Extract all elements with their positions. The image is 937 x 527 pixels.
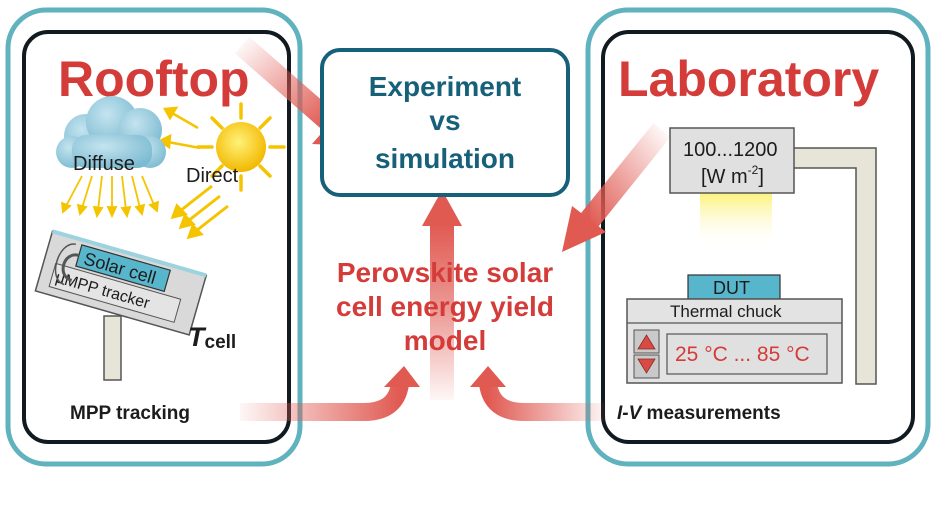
rooftop-footer: MPP tracking [70,403,190,424]
laboratory-footer: I-V measurements [617,403,781,424]
rooftop-panel: Rooftop [5,7,303,467]
temp-range: 25 °C ... 85 °C [675,343,810,366]
dut-box [687,274,781,300]
laboratory-title: Laboratory [618,51,879,107]
model-line-1: Perovskite solar [337,257,553,288]
tcell-label: Tcell [188,322,236,353]
sun-icon [196,102,286,192]
irradiance-box [669,127,795,194]
lamp-light-beam [700,193,772,249]
rooftop-outer-frame [5,7,303,467]
model-line-3: model [404,325,486,356]
center-column: Experiment vs simulation Perovskite sola… [320,48,570,356]
diffuse-rays [60,175,160,219]
arrow-laboratory-to-model [562,123,671,252]
experiment-vs-simulation-box [320,48,570,197]
temp-up-button [633,329,660,354]
cloud-icon [56,96,166,168]
direct-label: Direct [186,165,239,187]
rooftop-title: Rooftop [58,51,250,107]
arrow-model-to-experiment [422,190,462,400]
temp-down-button [633,354,660,379]
experiment-line-3: simulation [375,143,515,174]
experiment-line-1: Experiment [369,71,522,102]
model-line-2: cell energy yield [336,291,554,322]
irradiance-value: 100...1200 [683,139,778,161]
irradiance-unit: [W m-2] [701,163,764,188]
diffuse-label: Diffuse [73,153,135,175]
thermal-chuck-label: Thermal chuck [670,302,782,321]
direct-rays [170,184,229,240]
temp-display [666,333,828,375]
experiment-line-2: vs [429,105,460,136]
laboratory-panel: Laboratory 100...1200 [W m-2] DUT Therma… [585,7,931,467]
dut-label: DUT [713,278,750,298]
scatter-arrows [157,106,201,150]
arrow-rooftop-to-model [240,366,420,421]
arrow-laboratory-to-model-iv [470,366,606,421]
